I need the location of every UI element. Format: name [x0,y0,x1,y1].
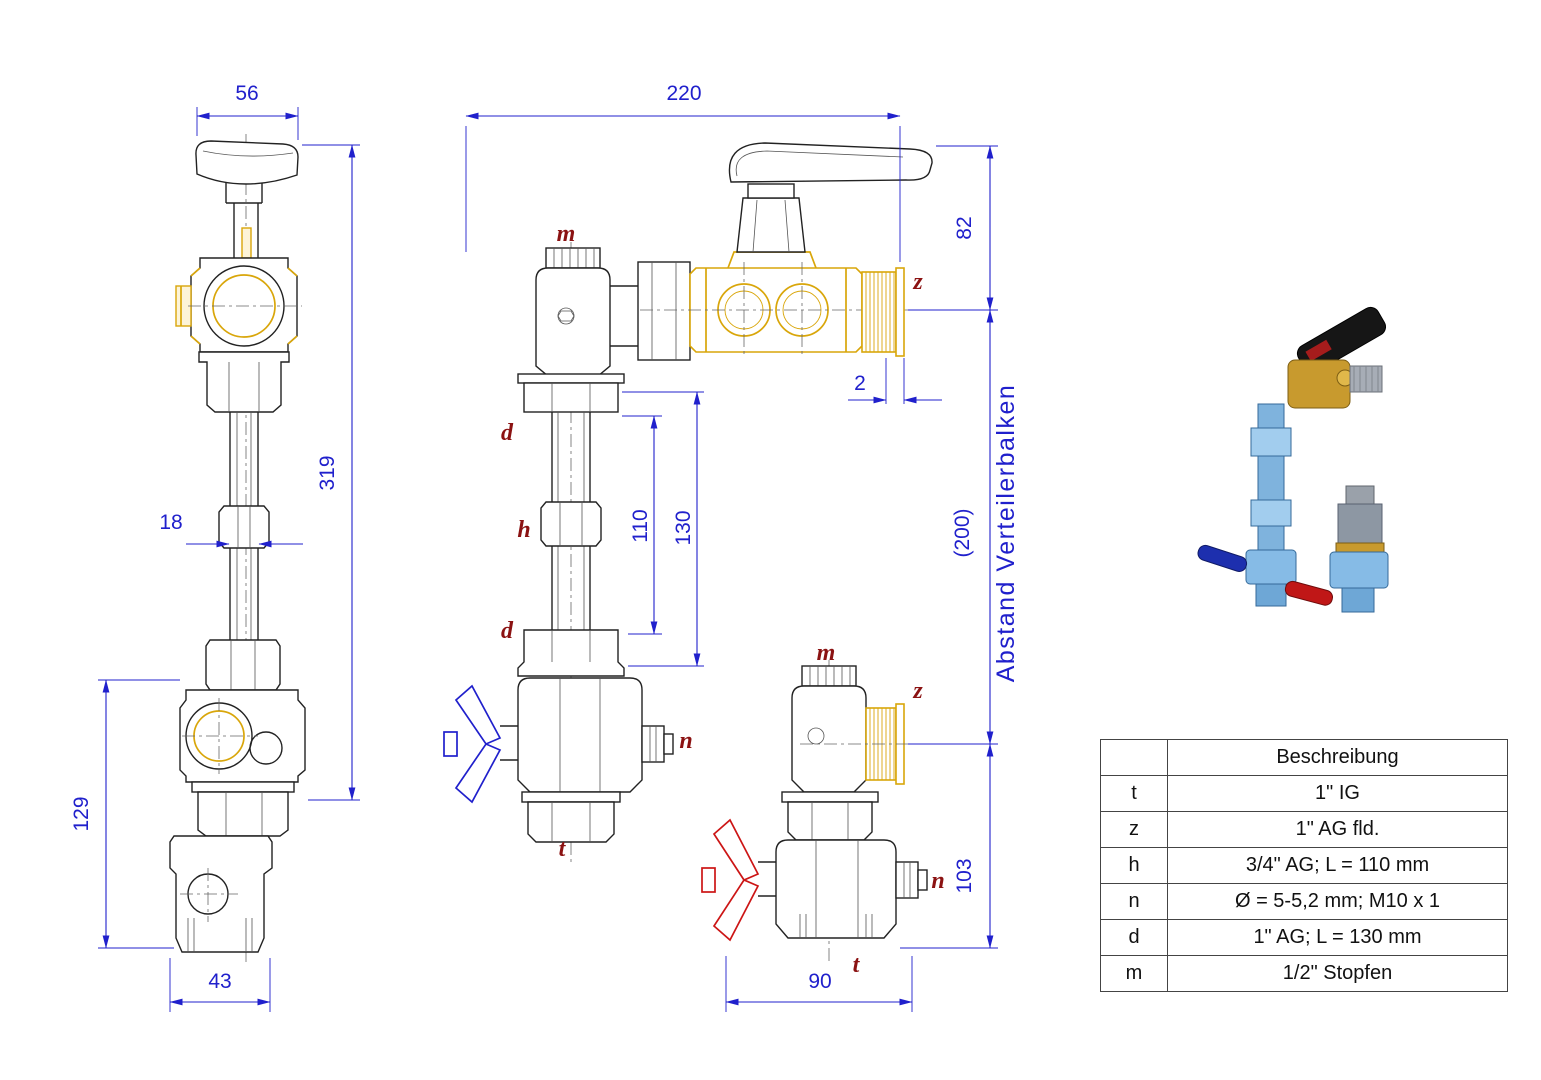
label-z-right: z [912,678,923,704]
front-view-thread-z [861,267,905,357]
spec-key: n [1100,883,1168,920]
spec-key: t [1100,775,1168,812]
render-pipe-blue [1245,403,1297,607]
dim-front-bottom-width: 90 [808,970,831,993]
spec-value: Ø = 5-5,2 mm; M10 x 1 [1167,883,1508,920]
front-view [443,142,940,962]
side-view-union-nut [198,351,290,413]
side-view [169,134,306,962]
dim-distributor-label: Abstand Verteilerbalken [992,384,1020,683]
butterfly-handle-red [712,818,760,942]
spec-key: d [1100,919,1168,956]
dim-handle-height: 82 [953,216,976,239]
label-t-left: t [559,836,567,862]
spec-row-t: t 1" IG [1100,775,1508,812]
side-view-handle [195,140,299,259]
dim-pipe-outer: 130 [672,510,695,545]
render-drain-valve [1329,485,1389,613]
spec-value: 1/2" Stopfen [1167,955,1508,992]
spindle [241,227,252,259]
label-t-right: t [853,952,861,978]
fitting-n-left [641,725,665,763]
dim-thread-gap: 2 [854,372,866,395]
spec-row-z: z 1" AG fld. [1100,811,1508,848]
side-view-pipe [218,412,270,640]
spec-table: Beschreibung t 1" IG z 1" AG fld. h 3/4"… [1100,739,1508,992]
front-view-hex-lower [517,629,625,677]
front-view-dimensions: 220 82 2 (200) Abstand Verteilerbalken 1… [465,82,1020,1012]
dim-side-lower-height: 129 [70,796,93,831]
spec-row-h: h 3/4" AG; L = 110 mm [1100,847,1508,884]
render-3d [1197,306,1389,613]
spec-table-title: Beschreibung [1167,739,1508,776]
front-view-left-body [535,267,638,377]
front-view-plug-m [545,247,601,269]
label-d-upper: d [501,420,514,446]
label-h: h [517,517,530,543]
dim-front-lower-height: 103 [953,858,976,893]
label-d-lower: d [501,618,514,644]
front-view-pipe [540,412,602,630]
dim-front-top-width: 220 [666,82,701,105]
fitting-n-right [895,861,919,899]
dim-distributor-distance: (200) [951,508,974,557]
front-view-ball-valve-left [443,677,674,843]
side-view-valve-body [175,257,302,353]
dim-side-top-width: 56 [235,82,258,105]
spec-key: z [1100,811,1168,848]
side-view-coupling [205,639,281,691]
spec-value: 1" AG fld. [1167,811,1508,848]
render-handle-red [1284,580,1333,606]
dim-side-bottom-width: 43 [208,970,231,993]
spec-table-header-row: Beschreibung [1100,739,1508,776]
label-n-right: n [931,868,944,894]
front-view-right-valve [701,660,940,962]
dim-pipe-inner: 110 [629,509,652,542]
front-view-union-nut [637,261,691,361]
spec-key: h [1100,847,1168,884]
butterfly-handle-blue [454,684,502,804]
front-view-lever-handle [728,142,933,183]
spec-value: 1" IG [1167,775,1508,812]
label-n-left: n [679,728,692,754]
spec-key: m [1100,955,1168,992]
render-handle-blue [1197,544,1248,572]
port-labels: m z d h d n t m z n t [501,221,945,978]
side-view-dimensions: 56 319 18 129 43 [70,82,360,1012]
spec-row-d: d 1" AG; L = 130 mm [1100,919,1508,956]
side-view-ball-valve [179,689,306,783]
front-view-brass-body [640,251,920,358]
side-view-union-nut-2 [191,781,295,837]
spec-row-m: m 1/2" Stopfen [1100,955,1508,992]
label-m-top: m [557,221,576,247]
dim-pipe-diameter: 18 [159,511,182,534]
side-view-bottom-valve [169,835,273,953]
dim-side-height: 319 [316,455,339,490]
spec-table-corner-cell [1100,739,1168,776]
render-valve-gold [1287,359,1383,409]
spec-value: 3/4" AG; L = 110 mm [1167,847,1508,884]
spec-row-n: n Ø = 5-5,2 mm; M10 x 1 [1100,883,1508,920]
spec-value: 1" AG; L = 130 mm [1167,919,1508,956]
label-z-top: z [912,269,923,295]
front-view-handle-mount [736,183,806,253]
label-m-right: m [817,640,836,666]
front-view-hex-upper [517,373,625,413]
